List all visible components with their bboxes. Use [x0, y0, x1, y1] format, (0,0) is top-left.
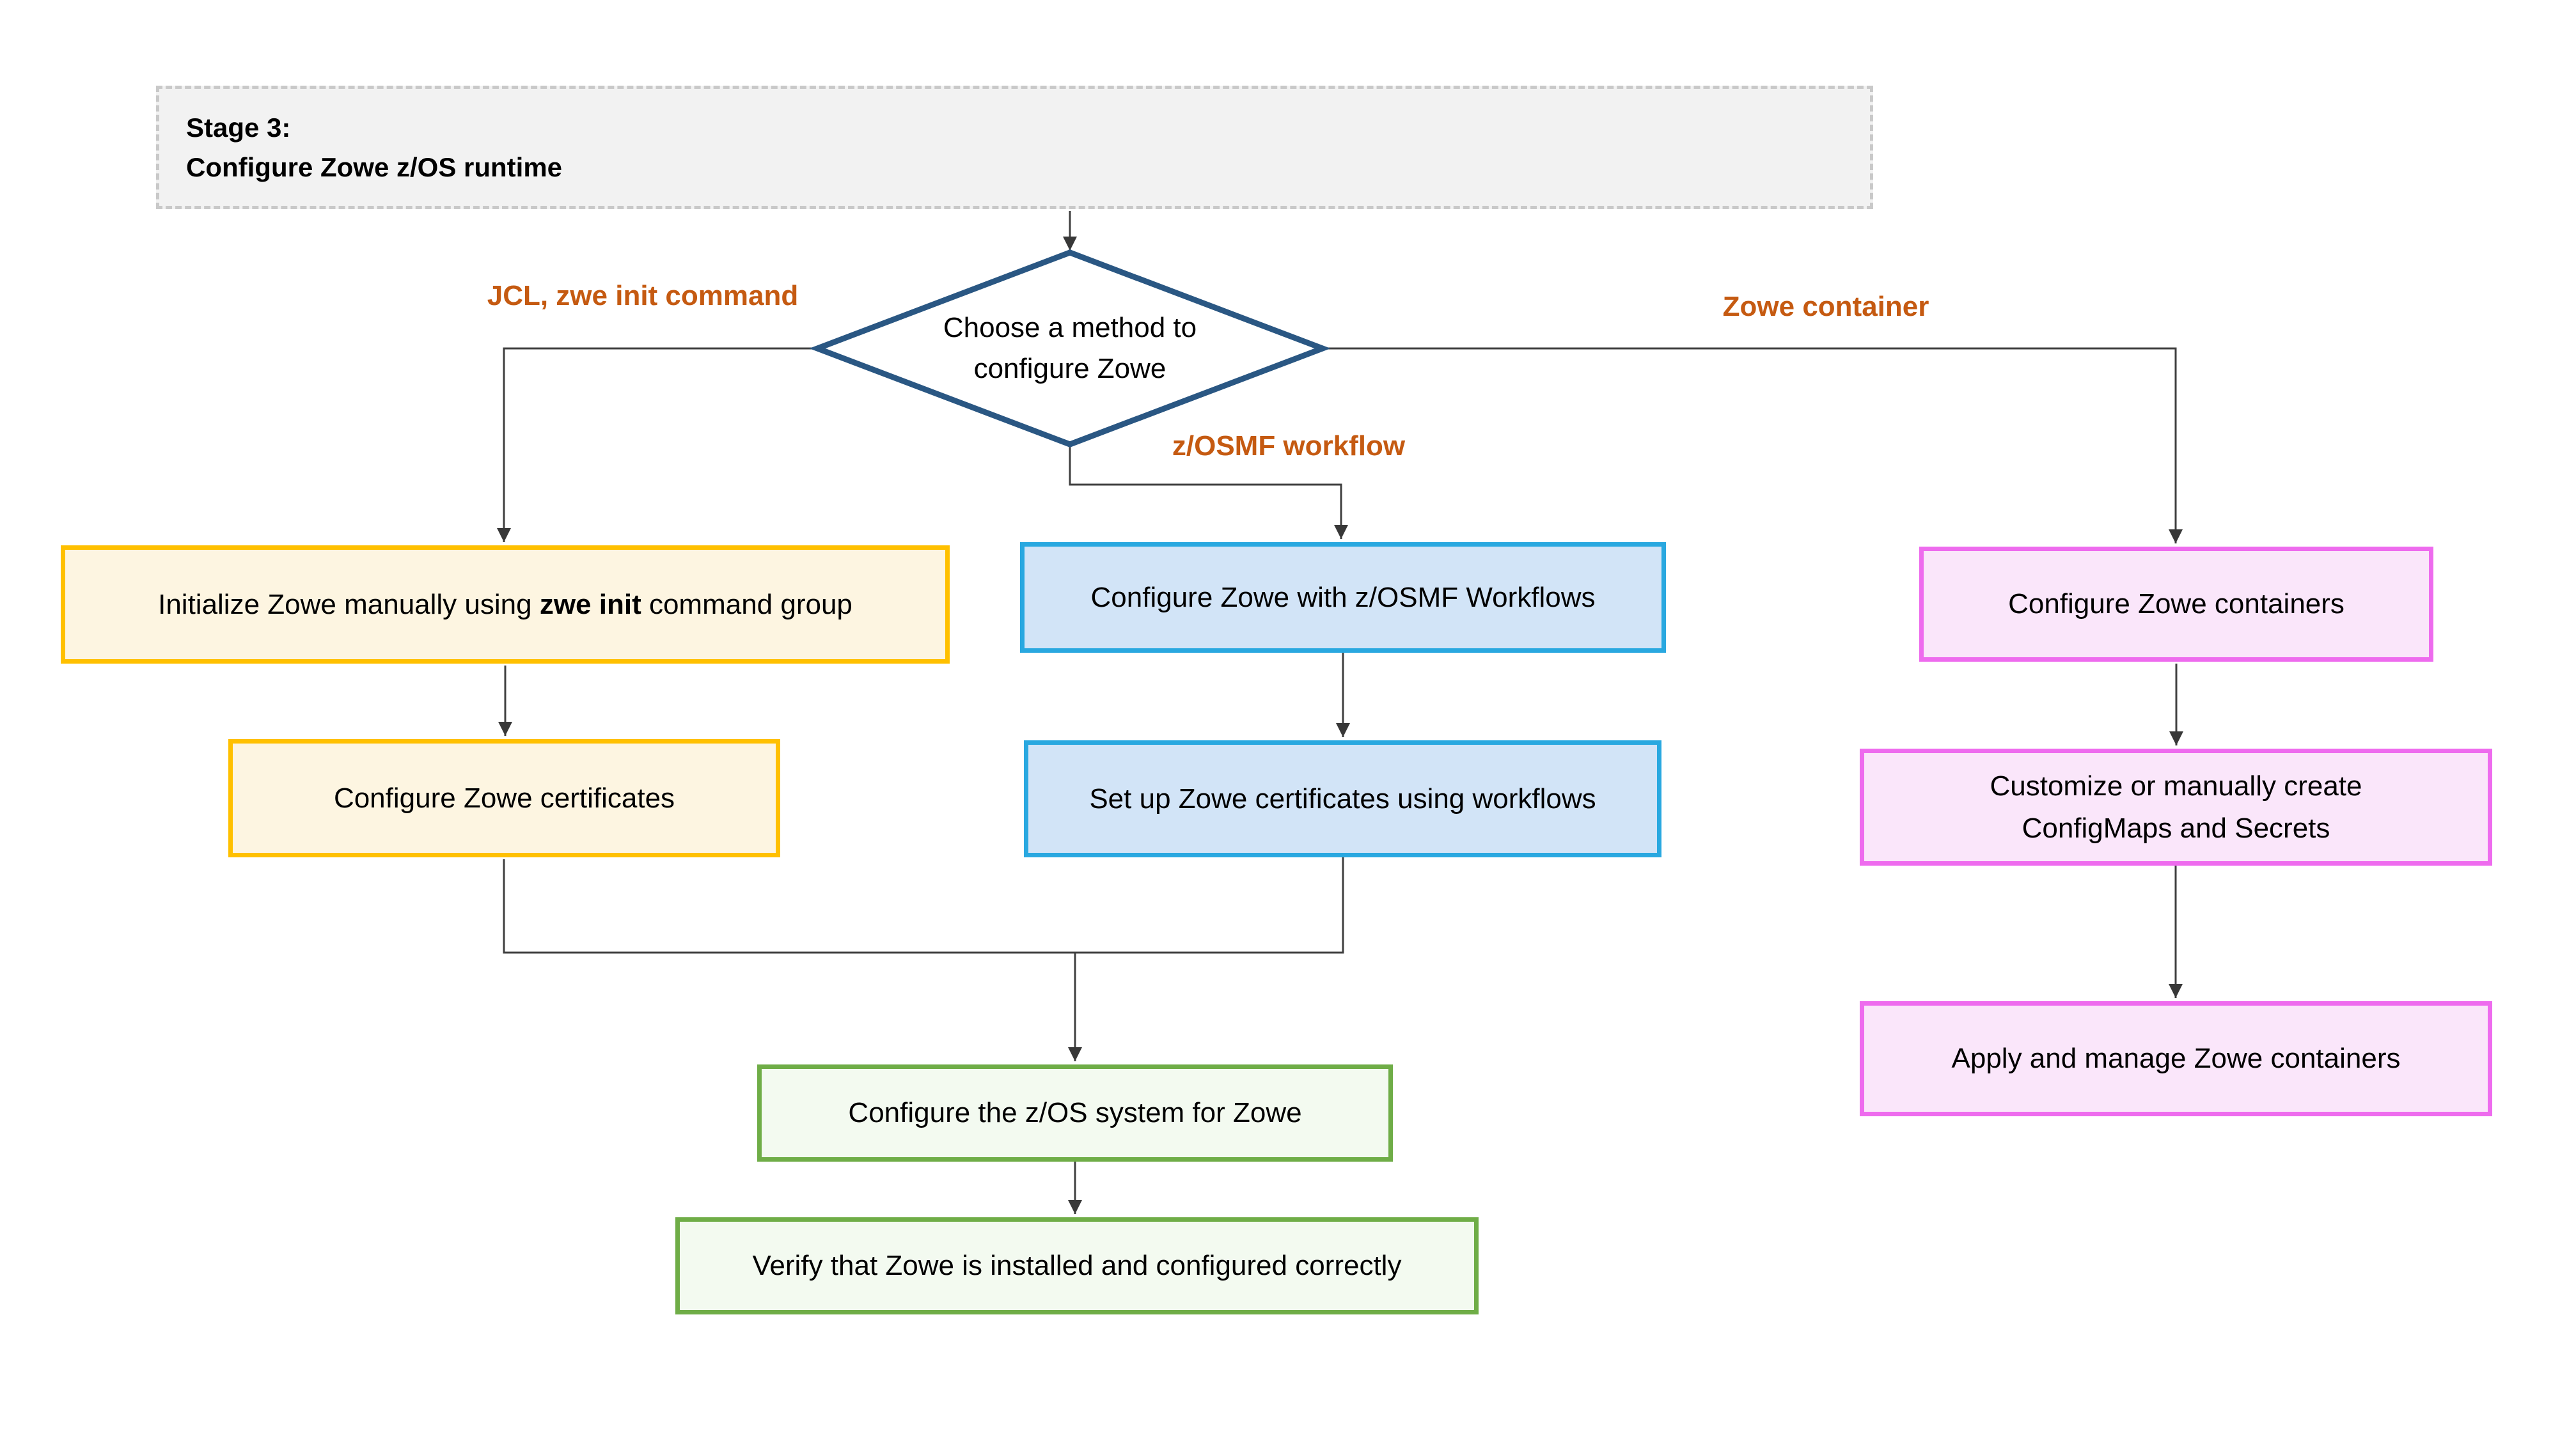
edge-workflow-certs-to-merge [1075, 857, 1344, 954]
decision-node: Choose a method to configure Zowe [817, 253, 1323, 444]
node-setup-certificates-workflows: Set up Zowe certificates using workflows [1024, 740, 1661, 857]
branch-label-container: Zowe container [1722, 291, 1929, 322]
node-initialize-zowe-text: Initialize Zowe manually using zwe init … [158, 584, 852, 626]
init-text-bold: zwe init [539, 588, 641, 620]
edge-certs-to-merge [503, 859, 1075, 954]
stage-title-line2: Configure Zowe z/OS runtime [186, 152, 563, 182]
decision-diamond [809, 249, 1331, 448]
branch-label-jcl: JCL, zwe init command [487, 280, 799, 311]
configmaps-line2: ConfigMaps and Secrets [2022, 812, 2330, 844]
node-verify-installation: Verify that Zowe is installed and config… [675, 1217, 1479, 1314]
init-text-suffix: command group [641, 588, 852, 620]
decision-text-line1: Choose a method to [943, 312, 1197, 343]
decision-text-line2: configure Zowe [973, 353, 1166, 384]
stage-title-box: Stage 3: Configure Zowe z/OS runtime [156, 86, 1873, 209]
configmaps-line1: Customize or manually create [1990, 770, 2362, 802]
stage-title-line1: Stage 3: [186, 112, 291, 143]
node-configure-zosmf-workflows: Configure Zowe with z/OSMF Workflows [1020, 542, 1666, 653]
edge-decision-to-zosmf [1069, 446, 1348, 539]
node-configure-certificates: Configure Zowe certificates [228, 739, 780, 857]
node-apply-manage-containers: Apply and manage Zowe containers [1860, 1001, 2492, 1116]
branch-label-zosmf: z/OSMF workflow [1172, 430, 1406, 462]
edge-decision-to-containers [1323, 347, 2183, 543]
edge-decision-to-init [497, 347, 817, 542]
node-customize-configmaps: Customize or manually create ConfigMaps … [1860, 749, 2492, 866]
node-initialize-zowe: Initialize Zowe manually using zwe init … [61, 545, 950, 664]
node-configure-zos-system: Configure the z/OS system for Zowe [757, 1064, 1393, 1162]
node-configure-containers: Configure Zowe containers [1919, 547, 2433, 662]
init-text-prefix: Initialize Zowe manually using [158, 588, 540, 620]
